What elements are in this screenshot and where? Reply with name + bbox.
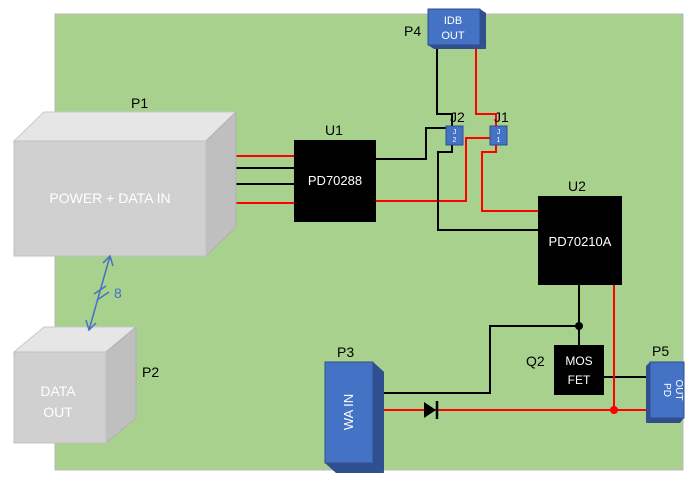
jumper-j1-pin2: 1 (497, 137, 501, 144)
chip-q2 (554, 345, 604, 395)
jumper-j2 (445, 125, 464, 146)
wire-p4-j2 (436, 47, 453, 126)
port-p3-connector: WA IN (324, 361, 384, 473)
port-p1-box: POWER + DATA IN (12, 110, 238, 258)
chip-q2-text-line2: FET (568, 373, 591, 387)
wire-j1-u2 (481, 145, 538, 212)
jumper-j2-pin2: 2 (453, 137, 457, 144)
wire-q2-p3 (384, 325, 579, 394)
port-p5-connector: PD OUT (646, 361, 685, 423)
jumper-j2-pin1: J (453, 129, 457, 136)
chip-u1-label: U1 (325, 122, 343, 138)
port-p1-label: P1 (131, 95, 148, 111)
port-p4-label: P4 (404, 23, 421, 39)
chip-q2-label: Q2 (526, 353, 545, 369)
wire-u1-j1 (376, 137, 492, 202)
port-p1-text: POWER + DATA IN (49, 190, 170, 206)
port-p4-text-line2: OUT (441, 30, 465, 42)
cable-arrow-icon (85, 254, 114, 332)
chip-u2 (538, 196, 622, 285)
port-p4-connector: IDB OUT (427, 8, 486, 49)
wire-j2-u2 (437, 145, 538, 231)
port-p3-label: P3 (337, 344, 354, 360)
port-p2-text-line1: DATA (40, 383, 76, 399)
jumper-j1 (489, 125, 508, 146)
jumper-j1-pin1: J (497, 129, 501, 136)
port-p3-text: WA IN (341, 394, 356, 430)
diode-icon (424, 401, 439, 419)
port-p5-text-line2: OUT (673, 379, 684, 400)
chip-u1 (294, 140, 376, 222)
cable-count: 8 (114, 285, 122, 301)
port-p2-label: P2 (142, 364, 159, 380)
wire-p4-j1 (475, 47, 497, 126)
chip-u2-label: U2 (568, 178, 586, 194)
port-p2-box: DATA OUT (12, 325, 138, 445)
junction-node-red (610, 406, 618, 414)
junction-node-black (575, 322, 583, 330)
wire-u1-j2 (376, 127, 446, 160)
port-p5-label: P5 (652, 343, 669, 359)
chip-u2-text: PD70210A (549, 234, 612, 249)
port-p4-text-line1: IDB (444, 15, 462, 27)
chip-u1-text: PD70288 (308, 173, 362, 188)
chip-q2-text-line1: MOS (565, 354, 592, 368)
jumper-j1-label: J1 (494, 109, 509, 125)
port-p5-text-line1: PD (661, 383, 672, 397)
jumper-j2-label: J2 (450, 109, 465, 125)
wires (232, 47, 650, 419)
port-p2-text-line2: OUT (43, 404, 73, 420)
